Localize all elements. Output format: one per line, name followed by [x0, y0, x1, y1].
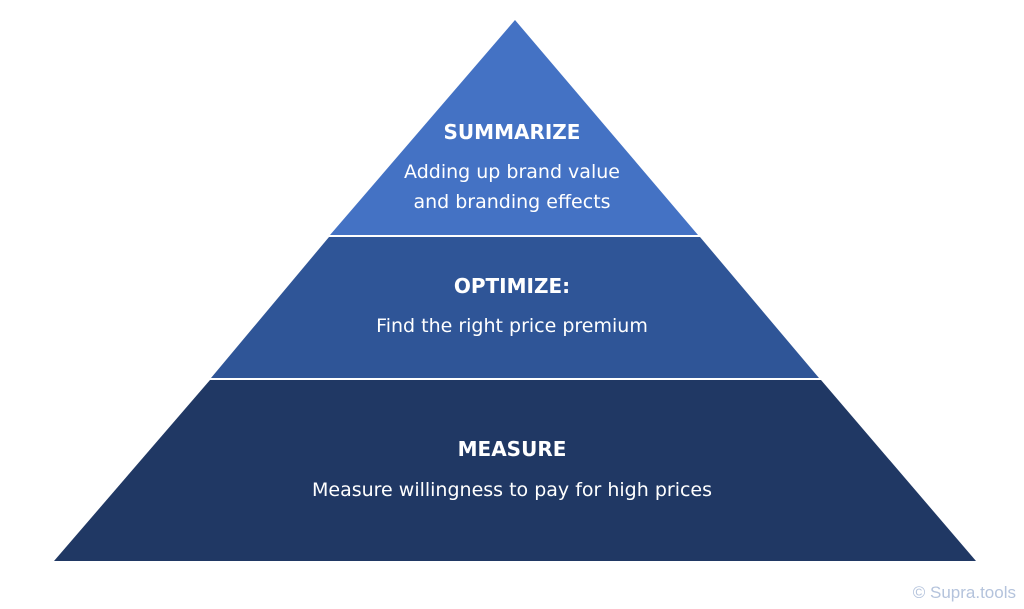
summarize-line-2: and branding effects: [413, 191, 611, 213]
tier-optimize: [211, 237, 819, 378]
tier-measure: [54, 380, 976, 561]
optimize-desc: Find the right price premium: [376, 315, 648, 337]
summarize-title: SUMMARIZE: [443, 120, 581, 144]
measure-desc: Measure willingness to pay for high pric…: [311, 479, 713, 501]
tier-summarize: [330, 20, 698, 235]
optimize-title: OPTIMIZE:: [453, 274, 571, 298]
watermark: © Supra.tools: [912, 583, 1016, 602]
measure-title: MEASURE: [457, 437, 567, 461]
summarize-line-1: Adding up brand value: [404, 161, 620, 183]
